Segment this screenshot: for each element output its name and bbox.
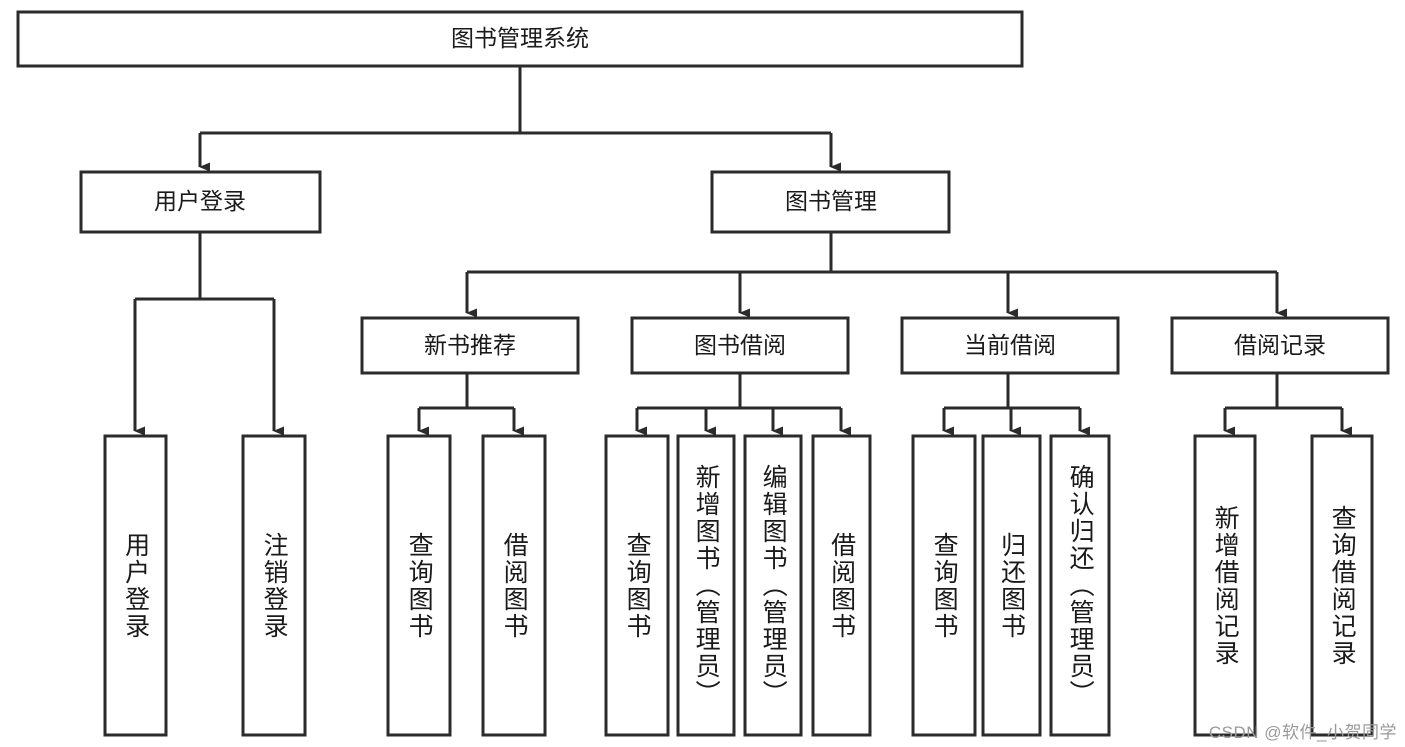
node-user-login-box[interactable] [79,170,322,234]
watermark: CSDN @软件_小贺同学 [1208,723,1397,742]
connector-group-current-borrow [942,373,1090,436]
node-new-book-recommend-label: 新书推荐 [424,332,516,358]
node-borrow-record-box[interactable] [1170,316,1390,375]
node-user-login-label: 用户登录 [154,188,246,214]
leaf-return-book-box[interactable] [981,434,1042,737]
node-root-label: 图书管理系统 [451,25,589,51]
connector-group-book-borrow [635,373,851,436]
node-book-manage[interactable]: 图书管理 [710,170,951,234]
node-book-borrow-box[interactable] [630,316,850,375]
connector-group-user-login [133,232,284,436]
connector-group-root [198,66,841,172]
leaf-add-book-box[interactable] [676,434,736,737]
leaf-query-book-borrow-box[interactable] [604,434,670,737]
leaf-query-book-current-box[interactable] [911,434,977,737]
node-new-book-recommend-box[interactable] [360,316,580,375]
leaf-boxes [103,434,1374,737]
connector-group-book-manage [465,232,1287,318]
leaf-edit-book-box[interactable] [743,434,803,737]
leaf-query-book-rec-box[interactable] [386,434,452,737]
node-book-manage-label: 图书管理 [785,188,877,214]
node-book-borrow[interactable]: 图书借阅 [630,316,850,375]
node-current-borrow[interactable]: 当前借阅 [900,316,1120,375]
leaf-add-record-box[interactable] [1193,434,1257,737]
leaf-user-login-box[interactable] [103,434,168,737]
leaf-confirm-return-box[interactable] [1049,434,1111,737]
node-current-borrow-label: 当前借阅 [964,332,1056,358]
node-root[interactable]: 图书管理系统 [16,10,1024,68]
leaf-borrow-book-box[interactable] [811,434,872,737]
node-current-borrow-box[interactable] [900,316,1120,375]
node-book-borrow-label: 图书借阅 [694,332,786,358]
leaf-user-logout-box[interactable] [241,434,307,737]
leaf-query-record-box[interactable] [1310,434,1374,737]
node-root-box[interactable] [16,10,1024,68]
node-book-manage-box[interactable] [710,170,951,234]
node-user-login[interactable]: 用户登录 [79,170,322,234]
node-borrow-record[interactable]: 借阅记录 [1170,316,1390,375]
connector-group-new-book-recommend [417,373,524,436]
node-borrow-record-label: 借阅记录 [1234,332,1326,358]
leaf-borrow-book-rec-box[interactable] [481,434,547,737]
node-new-book-recommend[interactable]: 新书推荐 [360,316,580,375]
connector-group-borrow-record [1223,373,1352,436]
